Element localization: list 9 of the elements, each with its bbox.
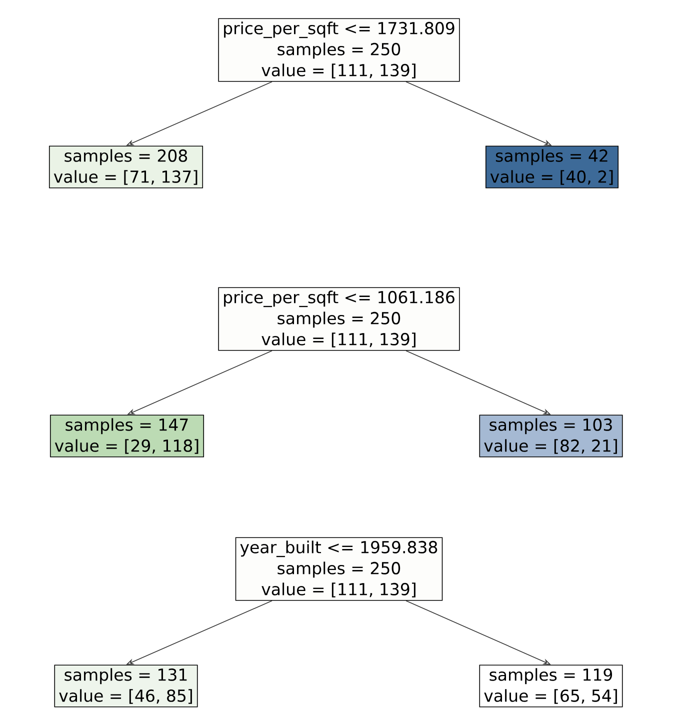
tree-node-box: samples = 208 value = [71, 137] [48, 146, 204, 188]
tree-node-box: price_per_sqft <= 1731.809 samples = 250 value = [111, 139] [218, 18, 460, 82]
tree-node-box: price_per_sqft <= 1061.186 samples = 250 value = [111, 139] [218, 287, 460, 351]
tree-node-box: year_built <= 1959.838 samples = 250 value = [111, 139] [235, 537, 443, 601]
tree-node-box: samples = 119 value = [65, 54] [479, 664, 623, 708]
tree-node-box: samples = 42 value = [40, 2] [485, 146, 619, 188]
tree-node-box: samples = 131 value = [46, 85] [54, 664, 198, 708]
tree-node-box: samples = 103 value = [82, 21] [479, 414, 623, 458]
tree-node-box: samples = 147 value = [29, 118] [50, 414, 204, 458]
